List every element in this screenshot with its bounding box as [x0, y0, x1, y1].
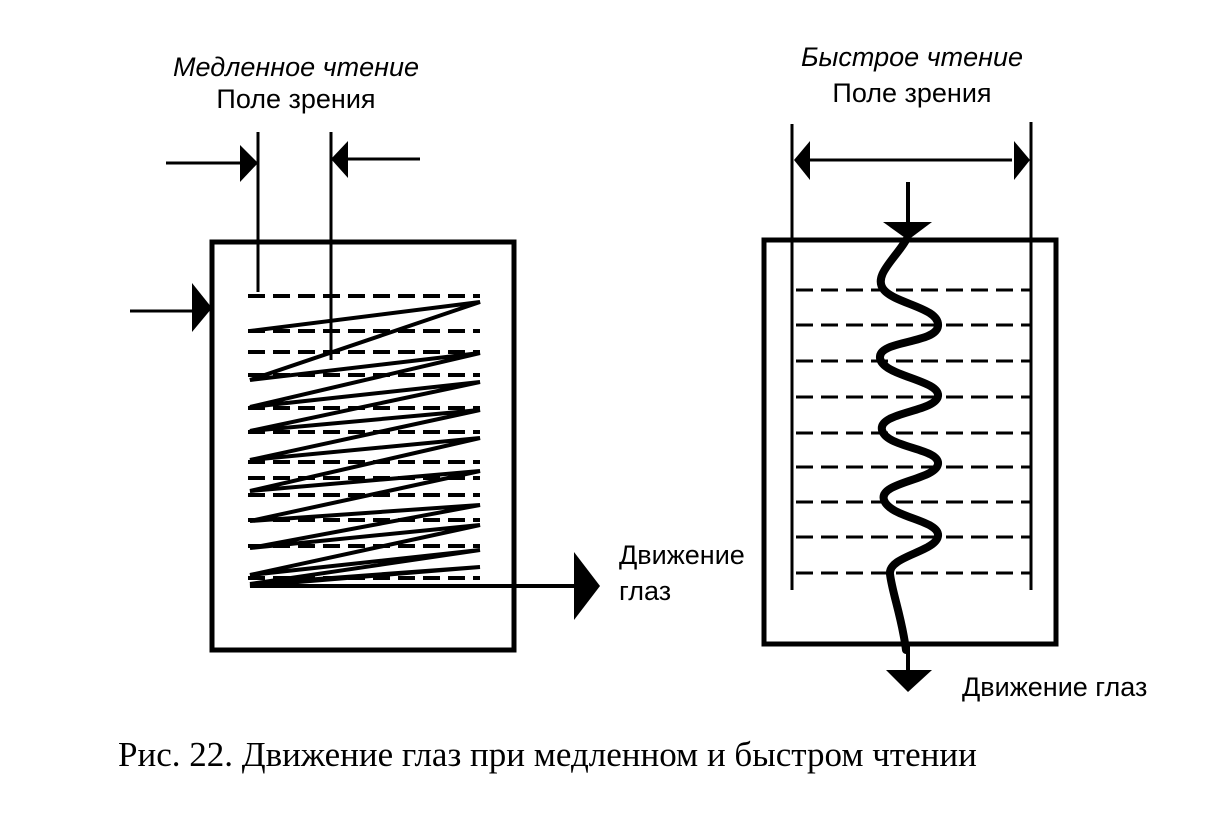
- fast-movement-label: Движение глаз: [962, 672, 1147, 702]
- slow-movement-label-line1: Движение: [619, 540, 745, 570]
- slow-text-lines: [248, 294, 480, 580]
- fast-reading-panel: Быстрое чтение Поле зрения Движение глаз: [761, 42, 1147, 702]
- fast-text-lines: [796, 288, 1030, 575]
- fast-eye-path: [876, 236, 942, 654]
- fast-exit-arrowhead: [886, 670, 932, 692]
- slow-reading-panel: Медленное чтение Поле зрения Движение гл…: [130, 52, 745, 653]
- figure-caption: Рис. 22. Движение глаз при медленном и б…: [118, 735, 977, 774]
- fast-reading-title: Быстрое чтение: [801, 42, 1023, 72]
- fast-field-of-view-label: Поле зрения: [832, 78, 991, 108]
- slow-entry-arrow: [130, 283, 212, 332]
- slow-movement-label-line2: глаз: [619, 576, 671, 606]
- slow-eye-path: [249, 300, 586, 588]
- slow-exit-arrowhead: [574, 552, 600, 620]
- slow-reading-title: Медленное чтение: [173, 52, 419, 82]
- fast-field-of-view-marker: [790, 122, 1033, 590]
- slow-field-of-view-label: Поле зрения: [216, 84, 375, 114]
- slow-page-box: [209, 239, 517, 653]
- fast-entry-arrow: [883, 182, 932, 240]
